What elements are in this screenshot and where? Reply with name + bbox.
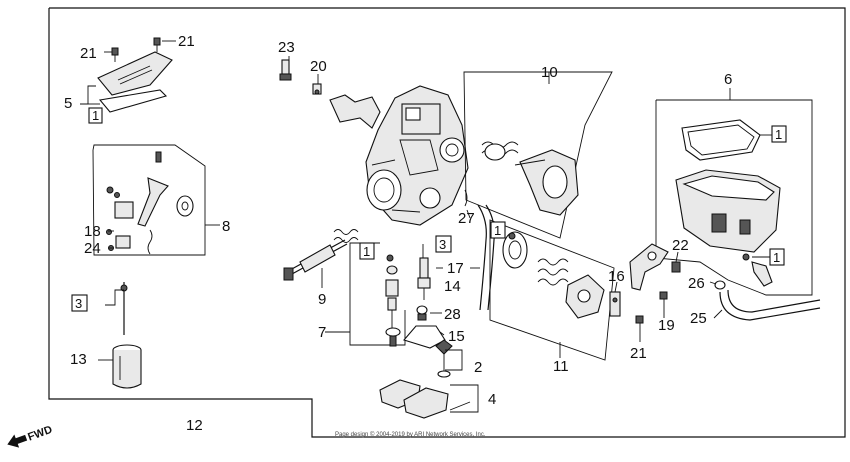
boxed-callout-3-left: 3 — [71, 294, 88, 312]
boxed-callout-11: 1 — [490, 221, 506, 239]
part-cap-15[interactable] — [403, 325, 446, 349]
part-gasket-6[interactable] — [681, 119, 761, 161]
part-clip-27[interactable] — [464, 189, 468, 207]
carburetor-body[interactable] — [365, 85, 469, 226]
part-pump-cover-11[interactable] — [565, 274, 605, 319]
part-cover-5[interactable] — [97, 51, 173, 113]
callout-25: 25 — [690, 310, 707, 327]
part-screw-16[interactable] — [609, 291, 621, 317]
part-clip-26[interactable] — [714, 280, 726, 290]
group-8-frame — [92, 144, 206, 256]
copyright-text: Page design © 2004-2019 by ARI Network S… — [335, 431, 486, 438]
callout-26: 26 — [688, 275, 705, 292]
part-float-4[interactable] — [379, 379, 471, 419]
callout-14: 14 — [444, 278, 461, 295]
callout-16: 16 — [608, 268, 625, 285]
part-pump-diaphragm-11[interactable] — [502, 231, 528, 269]
screw-21-right[interactable] — [153, 37, 161, 52]
callout-4: 4 — [488, 391, 496, 408]
boxed-callout-5: 1 — [88, 107, 103, 124]
part-pilot-screw-14[interactable] — [417, 257, 431, 300]
part-jets-7[interactable] — [385, 254, 401, 347]
callout-9: 9 — [318, 291, 326, 308]
callout-7: 7 — [318, 324, 326, 341]
part-diaphragm-10[interactable] — [514, 149, 579, 216]
group-11-frame — [489, 219, 615, 361]
callout-13: 13 — [70, 351, 87, 368]
screw-19[interactable] — [659, 291, 668, 310]
fwd-arrow: FWD — [7, 424, 54, 448]
callout-21-bottom: 21 — [630, 345, 647, 362]
boxed-callout-3-center: 3 — [435, 235, 452, 253]
callout-2: 2 — [474, 359, 482, 376]
callout-20: 20 — [310, 58, 327, 75]
callout-8: 8 — [222, 218, 230, 235]
callout-17: 17 — [447, 260, 464, 277]
svg-text:1: 1 — [363, 244, 370, 259]
callout-18: 18 — [84, 223, 101, 240]
part-float-bowl-6[interactable] — [675, 169, 781, 253]
callout-21-top-left: 21 — [80, 45, 97, 62]
svg-text:3: 3 — [75, 296, 82, 311]
callout-12: 12 — [186, 417, 203, 434]
callout-21-top: 21 — [178, 33, 195, 50]
screw-21-bottom[interactable] — [635, 315, 644, 334]
arrow-icon — [7, 434, 28, 448]
callout-27: 27 — [458, 210, 475, 227]
part-lever-8[interactable] — [106, 151, 194, 255]
bracket[interactable] — [329, 94, 381, 129]
callout-6: 6 — [724, 71, 732, 88]
part-hose-25[interactable] — [719, 289, 821, 321]
screw-20[interactable] — [312, 83, 322, 95]
svg-text:3: 3 — [439, 237, 446, 252]
part-piston-13[interactable] — [112, 344, 142, 389]
part-needle-3[interactable] — [120, 282, 128, 335]
callout-23: 23 — [278, 39, 295, 56]
boxed-callout-6-screw: 1 — [769, 248, 785, 266]
svg-text:1: 1 — [775, 127, 782, 142]
fwd-label: FWD — [26, 424, 54, 444]
callout-28: 28 — [444, 306, 461, 323]
callout-15: 15 — [448, 328, 465, 345]
screw-6[interactable] — [742, 253, 773, 287]
callout-5: 5 — [64, 95, 72, 112]
callout-19: 19 — [658, 317, 675, 334]
svg-text:1: 1 — [773, 250, 780, 265]
callout-24: 24 — [84, 240, 101, 257]
svg-text:1: 1 — [494, 223, 501, 238]
part-spring-10[interactable] — [481, 141, 519, 161]
callout-22: 22 — [672, 237, 689, 254]
boxed-callout-6-gasket: 1 — [771, 125, 787, 143]
screw-23[interactable] — [279, 59, 292, 81]
callout-11: 11 — [553, 358, 569, 375]
part-link-arm-22[interactable] — [629, 243, 669, 291]
callout-10: 10 — [541, 64, 558, 81]
part-needle-9[interactable] — [283, 229, 359, 281]
part-nut-22[interactable] — [671, 261, 681, 273]
part-washer-28[interactable] — [416, 305, 428, 321]
svg-text:1: 1 — [92, 108, 99, 123]
part-valve-2[interactable] — [435, 339, 453, 378]
part-pump-spring-11[interactable] — [537, 258, 569, 286]
boxed-callout-7: 1 — [359, 242, 375, 260]
screw-21-left[interactable] — [111, 47, 119, 62]
assembly-frame — [48, 7, 846, 438]
